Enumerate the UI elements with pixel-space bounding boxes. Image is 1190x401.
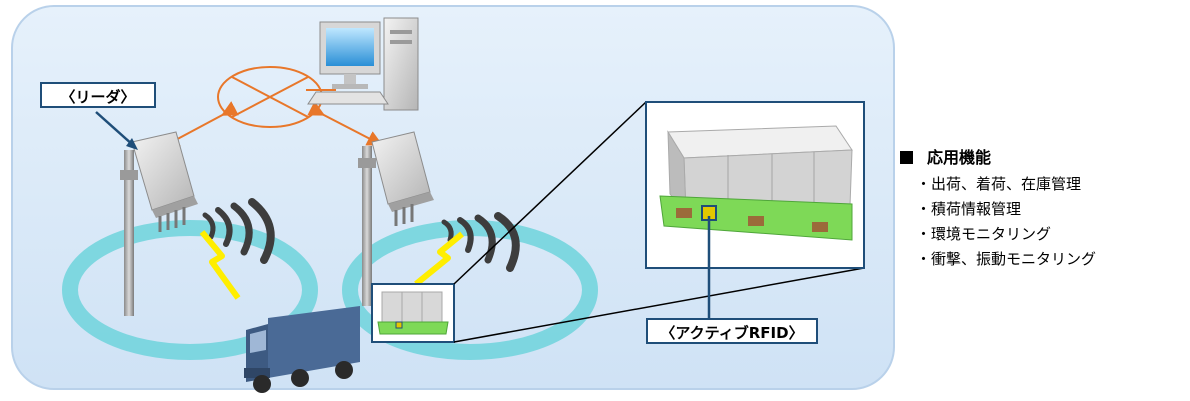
zoom-line-top: [453, 101, 647, 285]
reader-callout-arrowhead: [126, 138, 138, 150]
radio-waves-right: [441, 212, 520, 272]
coverage-ring-left: [62, 220, 318, 360]
zoom-line-bottom: [453, 267, 865, 343]
applications-heading: 応用機能: [900, 146, 1186, 170]
computer-icon: [307, 17, 419, 111]
square-bullet-icon: [900, 151, 913, 164]
applications-list: 出荷、着荷、在庫管理 積荷情報管理 環境モニタリング 衝撃、振動モニタリング: [900, 172, 1186, 272]
active-rfid-label: 〈アクティブRFID〉: [646, 318, 818, 344]
reader-left: [120, 131, 198, 316]
pallet-detail-panel: [645, 101, 865, 269]
pallet-thumbnail: [371, 283, 455, 343]
reader-label: 〈リーダ〉: [40, 82, 156, 108]
truck-icon: [244, 306, 360, 393]
signal-bolt-left: [199, 230, 241, 300]
signal-bolt-right: [414, 231, 464, 287]
application-item: 出荷、着荷、在庫管理: [924, 172, 1186, 197]
reader-right: [358, 131, 434, 306]
radio-waves-left: [202, 198, 275, 264]
link-arrow-right: [307, 101, 384, 146]
application-item: 積荷情報管理: [924, 197, 1186, 222]
application-item: 衝撃、振動モニタリング: [924, 247, 1186, 272]
application-item: 環境モニタリング: [924, 222, 1186, 247]
applications-heading-text: 応用機能: [927, 148, 992, 167]
reader-callout-arrow: [95, 111, 135, 147]
applications-section: 応用機能 出荷、着荷、在庫管理 積荷情報管理 環境モニタリング 衝撃、振動モニタ…: [900, 146, 1186, 272]
link-arrow-left: [162, 101, 239, 147]
